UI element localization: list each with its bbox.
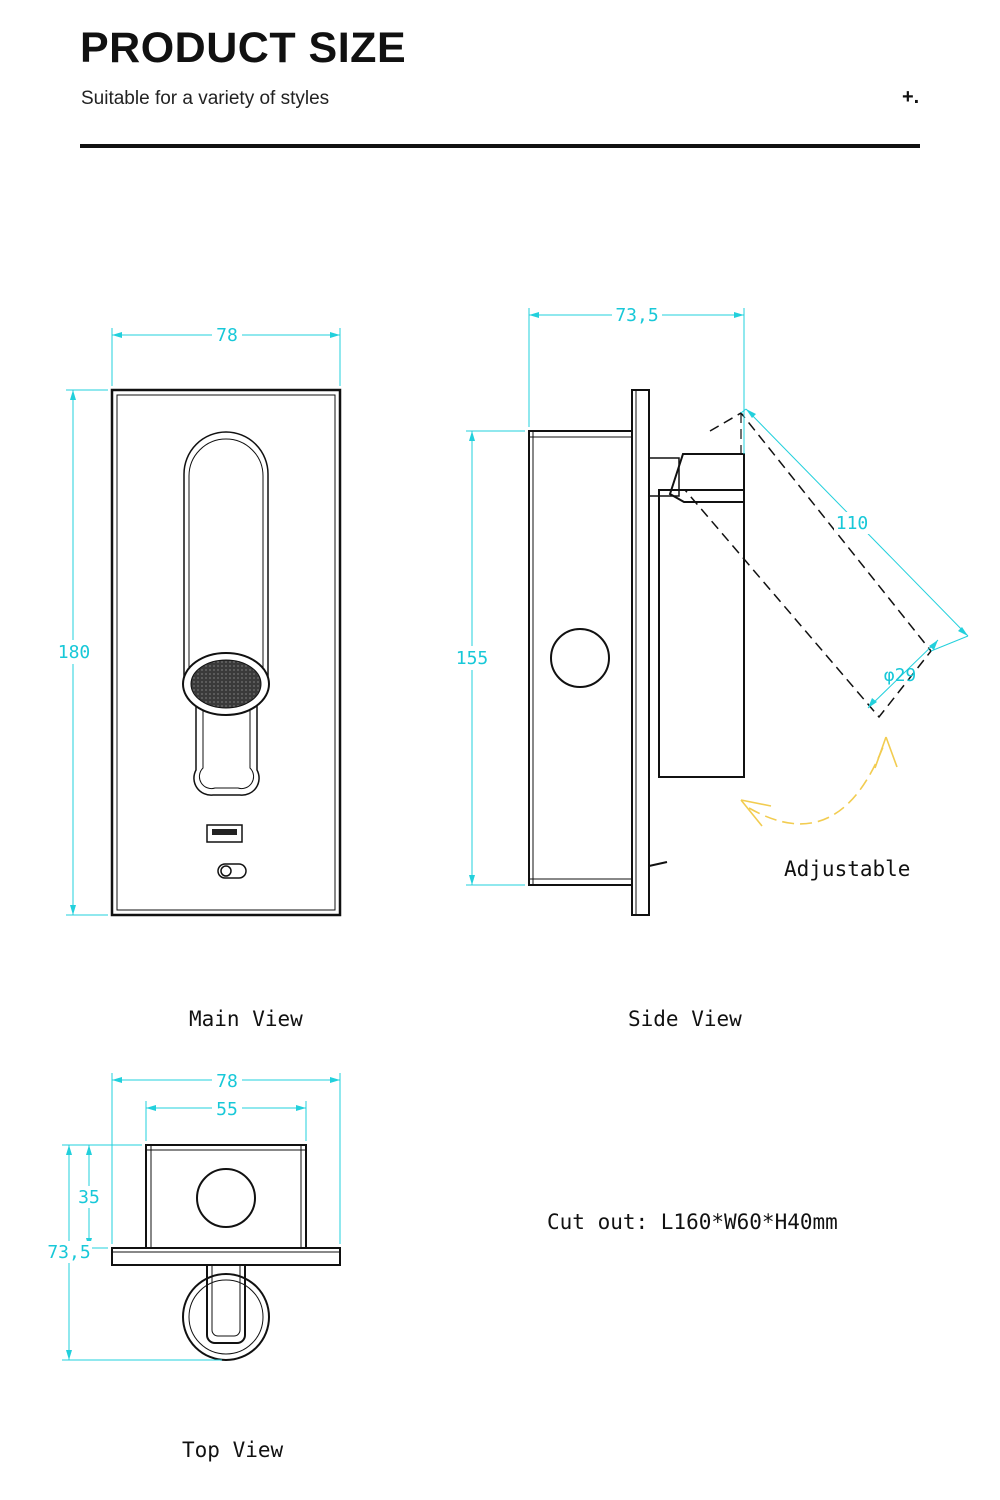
main-width-label: 78 — [216, 325, 238, 346]
plus-mark-icon: +. — [902, 86, 920, 108]
adjustable-label: Adjustable — [784, 857, 911, 881]
header-divider — [80, 144, 920, 148]
head-diameter-label: φ29 — [884, 665, 917, 686]
main-height-label: 180 — [58, 642, 91, 663]
top-view-drawing — [111, 1144, 341, 1361]
main-view-label: Main View — [189, 1007, 303, 1031]
top-view-dimensions — [62, 1073, 341, 1361]
side-depth-label: 73,5 — [615, 305, 658, 326]
adjustable-arrow-icon — [740, 736, 898, 827]
main-view-drawing — [110, 388, 342, 917]
side-view-drawing — [528, 389, 932, 916]
page-title: PRODUCT SIZE — [80, 24, 407, 72]
top-total-depth-label: 73,5 — [47, 1242, 90, 1263]
side-view-label: Side View — [628, 1007, 742, 1031]
side-height-label: 155 — [456, 648, 489, 669]
top-inner-width-label: 55 — [216, 1099, 238, 1120]
top-view-label: Top View — [182, 1438, 284, 1462]
side-view-dimensions — [466, 308, 969, 886]
cut-out-label: Cut out: L160*W60*H40mm — [547, 1210, 838, 1234]
switch-icon — [217, 863, 247, 879]
main-view-dimensions — [66, 328, 341, 916]
page-subtitle: Suitable for a variety of styles — [81, 88, 330, 109]
top-outer-width-label: 78 — [216, 1071, 238, 1092]
top-box-depth-label: 35 — [78, 1187, 100, 1208]
arm-length-label: 110 — [836, 513, 869, 534]
